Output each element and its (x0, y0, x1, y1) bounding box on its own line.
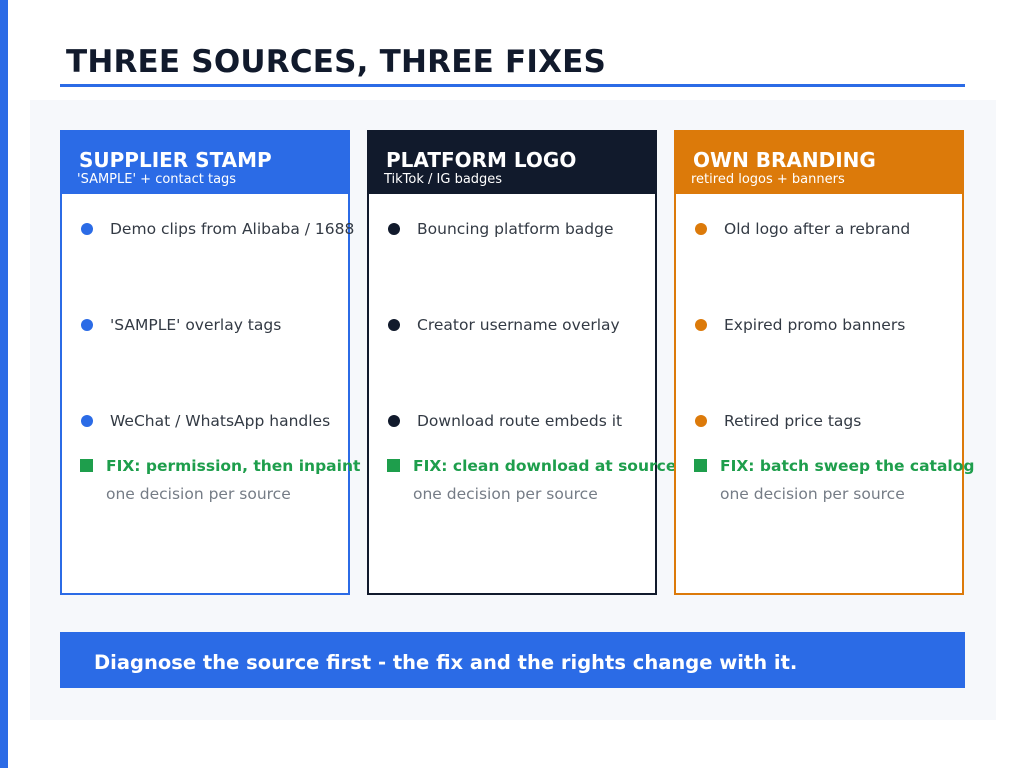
list-item: WeChat / WhatsApp handles (81, 410, 348, 432)
list-item-text: Old logo after a rebrand (724, 220, 911, 238)
list-item-text: Creator username overlay (417, 316, 620, 334)
list-item-text: Bouncing platform badge (417, 220, 614, 238)
takeaway-text: Diagnose the source first - the fix and … (94, 651, 798, 674)
bullet-dot-icon (695, 223, 707, 235)
title-underline (60, 84, 965, 87)
card-body: Bouncing platform badge Creator username… (367, 194, 657, 595)
list-item-text: Retired price tags (724, 412, 862, 430)
card-body: Old logo after a rebrand Expired promo b… (674, 194, 964, 595)
list-item-text: 'SAMPLE' overlay tags (110, 316, 282, 334)
bullet-dot-icon (81, 415, 93, 427)
list-item: Retired price tags (695, 410, 962, 432)
bullet-dot-icon (695, 415, 707, 427)
card-subtitle: retired logos + banners (691, 172, 845, 187)
bullet-dot-icon (388, 223, 400, 235)
fix-note: one decision per source (413, 485, 598, 503)
list-item: Old logo after a rebrand (695, 218, 962, 240)
list-item: Download route embeds it (388, 410, 655, 432)
bullet-dot-icon (695, 319, 707, 331)
slide-title: THREE SOURCES, THREE FIXES (66, 44, 607, 80)
fix-square-icon (694, 459, 707, 472)
bullet-dot-icon (388, 415, 400, 427)
list-item: 'SAMPLE' overlay tags (81, 314, 348, 336)
list-item: Expired promo banners (695, 314, 962, 336)
fix-label: FIX: permission, then inpaint (106, 457, 361, 475)
card-title: PLATFORM LOGO (386, 148, 577, 172)
list-item: Bouncing platform badge (388, 218, 655, 240)
card-body: Demo clips from Alibaba / 1688 'SAMPLE' … (60, 194, 354, 595)
takeaway-banner: Diagnose the source first - the fix and … (60, 632, 965, 688)
card-own-branding: OWN BRANDING retired logos + banners Old… (674, 130, 974, 595)
card-subtitle: TikTok / IG badges (384, 172, 503, 187)
card-header: OWN BRANDING retired logos + banners (674, 130, 964, 194)
list-item-text: Download route embeds it (417, 412, 623, 430)
fix-label: FIX: batch sweep the catalog (720, 457, 975, 475)
fix-square-icon (387, 459, 400, 472)
card-title: SUPPLIER STAMP (79, 148, 272, 172)
list-item-text: WeChat / WhatsApp handles (110, 412, 331, 430)
list-item-text: Expired promo banners (724, 316, 906, 334)
fix-square-icon (80, 459, 93, 472)
fix-note: one decision per source (106, 485, 291, 503)
list-item-text: Demo clips from Alibaba / 1688 (110, 220, 355, 238)
card-subtitle: 'SAMPLE' + contact tags (77, 172, 237, 187)
list-item: Demo clips from Alibaba / 1688 (81, 218, 354, 240)
list-item: Creator username overlay (388, 314, 655, 336)
card-platform-logo: PLATFORM LOGO TikTok / IG badges Bouncin… (367, 130, 676, 595)
card-title: OWN BRANDING (693, 148, 876, 172)
bullet-dot-icon (81, 223, 93, 235)
left-accent-bar (0, 0, 8, 768)
fix-note: one decision per source (720, 485, 905, 503)
fix-label: FIX: clean download at source (413, 457, 677, 475)
card-supplier-stamp: SUPPLIER STAMP 'SAMPLE' + contact tags D… (60, 130, 360, 595)
bullet-dot-icon (388, 319, 400, 331)
card-header: SUPPLIER STAMP 'SAMPLE' + contact tags (60, 130, 350, 194)
bullet-dot-icon (81, 319, 93, 331)
card-header: PLATFORM LOGO TikTok / IG badges (367, 130, 657, 194)
